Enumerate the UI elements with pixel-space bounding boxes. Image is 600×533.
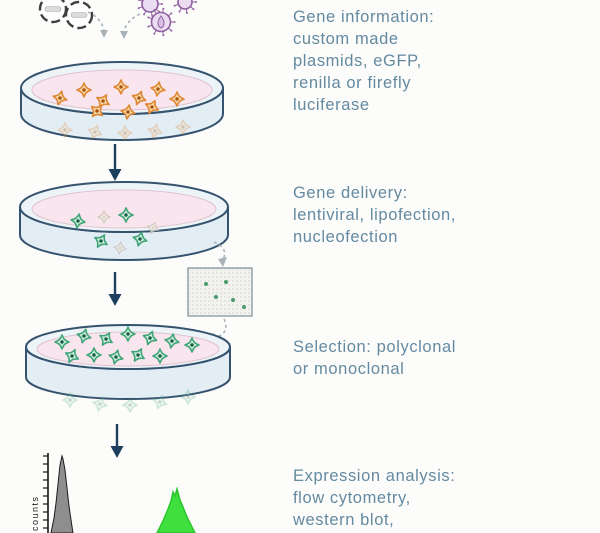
cell-icon [90, 104, 104, 118]
selected-clones [204, 280, 246, 309]
flow-ylabel: counts [30, 495, 40, 531]
cell-icon [70, 213, 86, 229]
transfected-cells-orange [52, 79, 185, 120]
cell-icon [120, 104, 136, 120]
cell-icon [152, 348, 168, 364]
plasmid-label-pill [44, 6, 62, 12]
step-label-expression-analysis: Expression analysis: flow cytometry, wes… [293, 467, 456, 529]
cell-icon [92, 396, 108, 412]
transduced-cells-green [70, 207, 148, 248]
cell-icon [184, 337, 200, 353]
cell-icon [62, 392, 78, 408]
cell-icon [94, 234, 108, 248]
clone-dot [224, 280, 228, 284]
down-arrow-2 [108, 272, 122, 306]
cell-icon [164, 333, 180, 349]
petri-dish-1 [20, 61, 224, 141]
cell-icon [108, 349, 124, 365]
arrow-virus-to-dish [120, 13, 141, 39]
down-arrow-1 [108, 144, 122, 181]
cell-icon [142, 330, 158, 346]
step-label-selection: Selection: polyclonal or monoclonal [293, 338, 457, 378]
selected-cells-green [54, 326, 200, 365]
cell-icon [87, 124, 103, 140]
cell-reflections [62, 389, 196, 413]
cell-icon [54, 334, 70, 350]
untransduced-cells [97, 210, 160, 255]
cell-icon [180, 389, 196, 405]
virus-icon [173, 0, 197, 14]
cell-reflections [57, 119, 191, 141]
virus-icon [147, 7, 176, 37]
diagram-canvas: counts [19, 0, 253, 533]
step-label-gene-delivery: Gene delivery: lentiviral, lipofection, … [293, 184, 456, 246]
cell-icon [64, 348, 80, 364]
cell-icon [131, 90, 147, 106]
cell-icon [99, 332, 113, 346]
cell-icon [131, 348, 145, 362]
cell-icon [147, 123, 163, 139]
arrow-plasmid-to-dish [87, 11, 108, 38]
cell-icon [122, 397, 138, 413]
gfp-peak-icon [156, 486, 196, 533]
cell-icon [86, 347, 102, 363]
down-arrow-3 [110, 424, 124, 458]
flow-histogram-icon: counts [30, 453, 74, 533]
cell-icon [150, 81, 166, 97]
plasmid-label-pill [70, 12, 88, 18]
cell-icon [169, 91, 185, 107]
step-label-gene-information: Gene information: custom made plasmids, … [293, 8, 435, 114]
cell-icon [52, 90, 68, 106]
histogram-peak-gray [50, 454, 74, 533]
cell-icon [97, 210, 111, 224]
clone-dot [204, 282, 208, 286]
axis-ticks [43, 455, 48, 529]
clone-dot [231, 298, 235, 302]
cell-icon [144, 99, 160, 115]
cell-icon [76, 328, 92, 344]
cell-icon [120, 326, 136, 342]
cell-icon [146, 221, 160, 235]
cell-icon [113, 241, 127, 255]
plasmid-icons [38, 0, 94, 30]
cell-icon [117, 125, 133, 141]
arrow-dish-to-selection-plate [213, 241, 227, 267]
cell-icon [118, 207, 134, 223]
cell-icon [76, 82, 92, 98]
virus-icons [137, 0, 197, 37]
cell-icon [152, 394, 168, 410]
cell-icon [175, 119, 191, 135]
petri-dish-2 [19, 181, 229, 261]
cell-icon [132, 231, 148, 247]
cell-icon [57, 122, 73, 138]
petri-dish-3 [25, 324, 231, 413]
cell-icon [113, 79, 129, 95]
clone-dot [242, 305, 246, 309]
selection-plate-icon [187, 267, 253, 317]
clone-dot [214, 295, 218, 299]
